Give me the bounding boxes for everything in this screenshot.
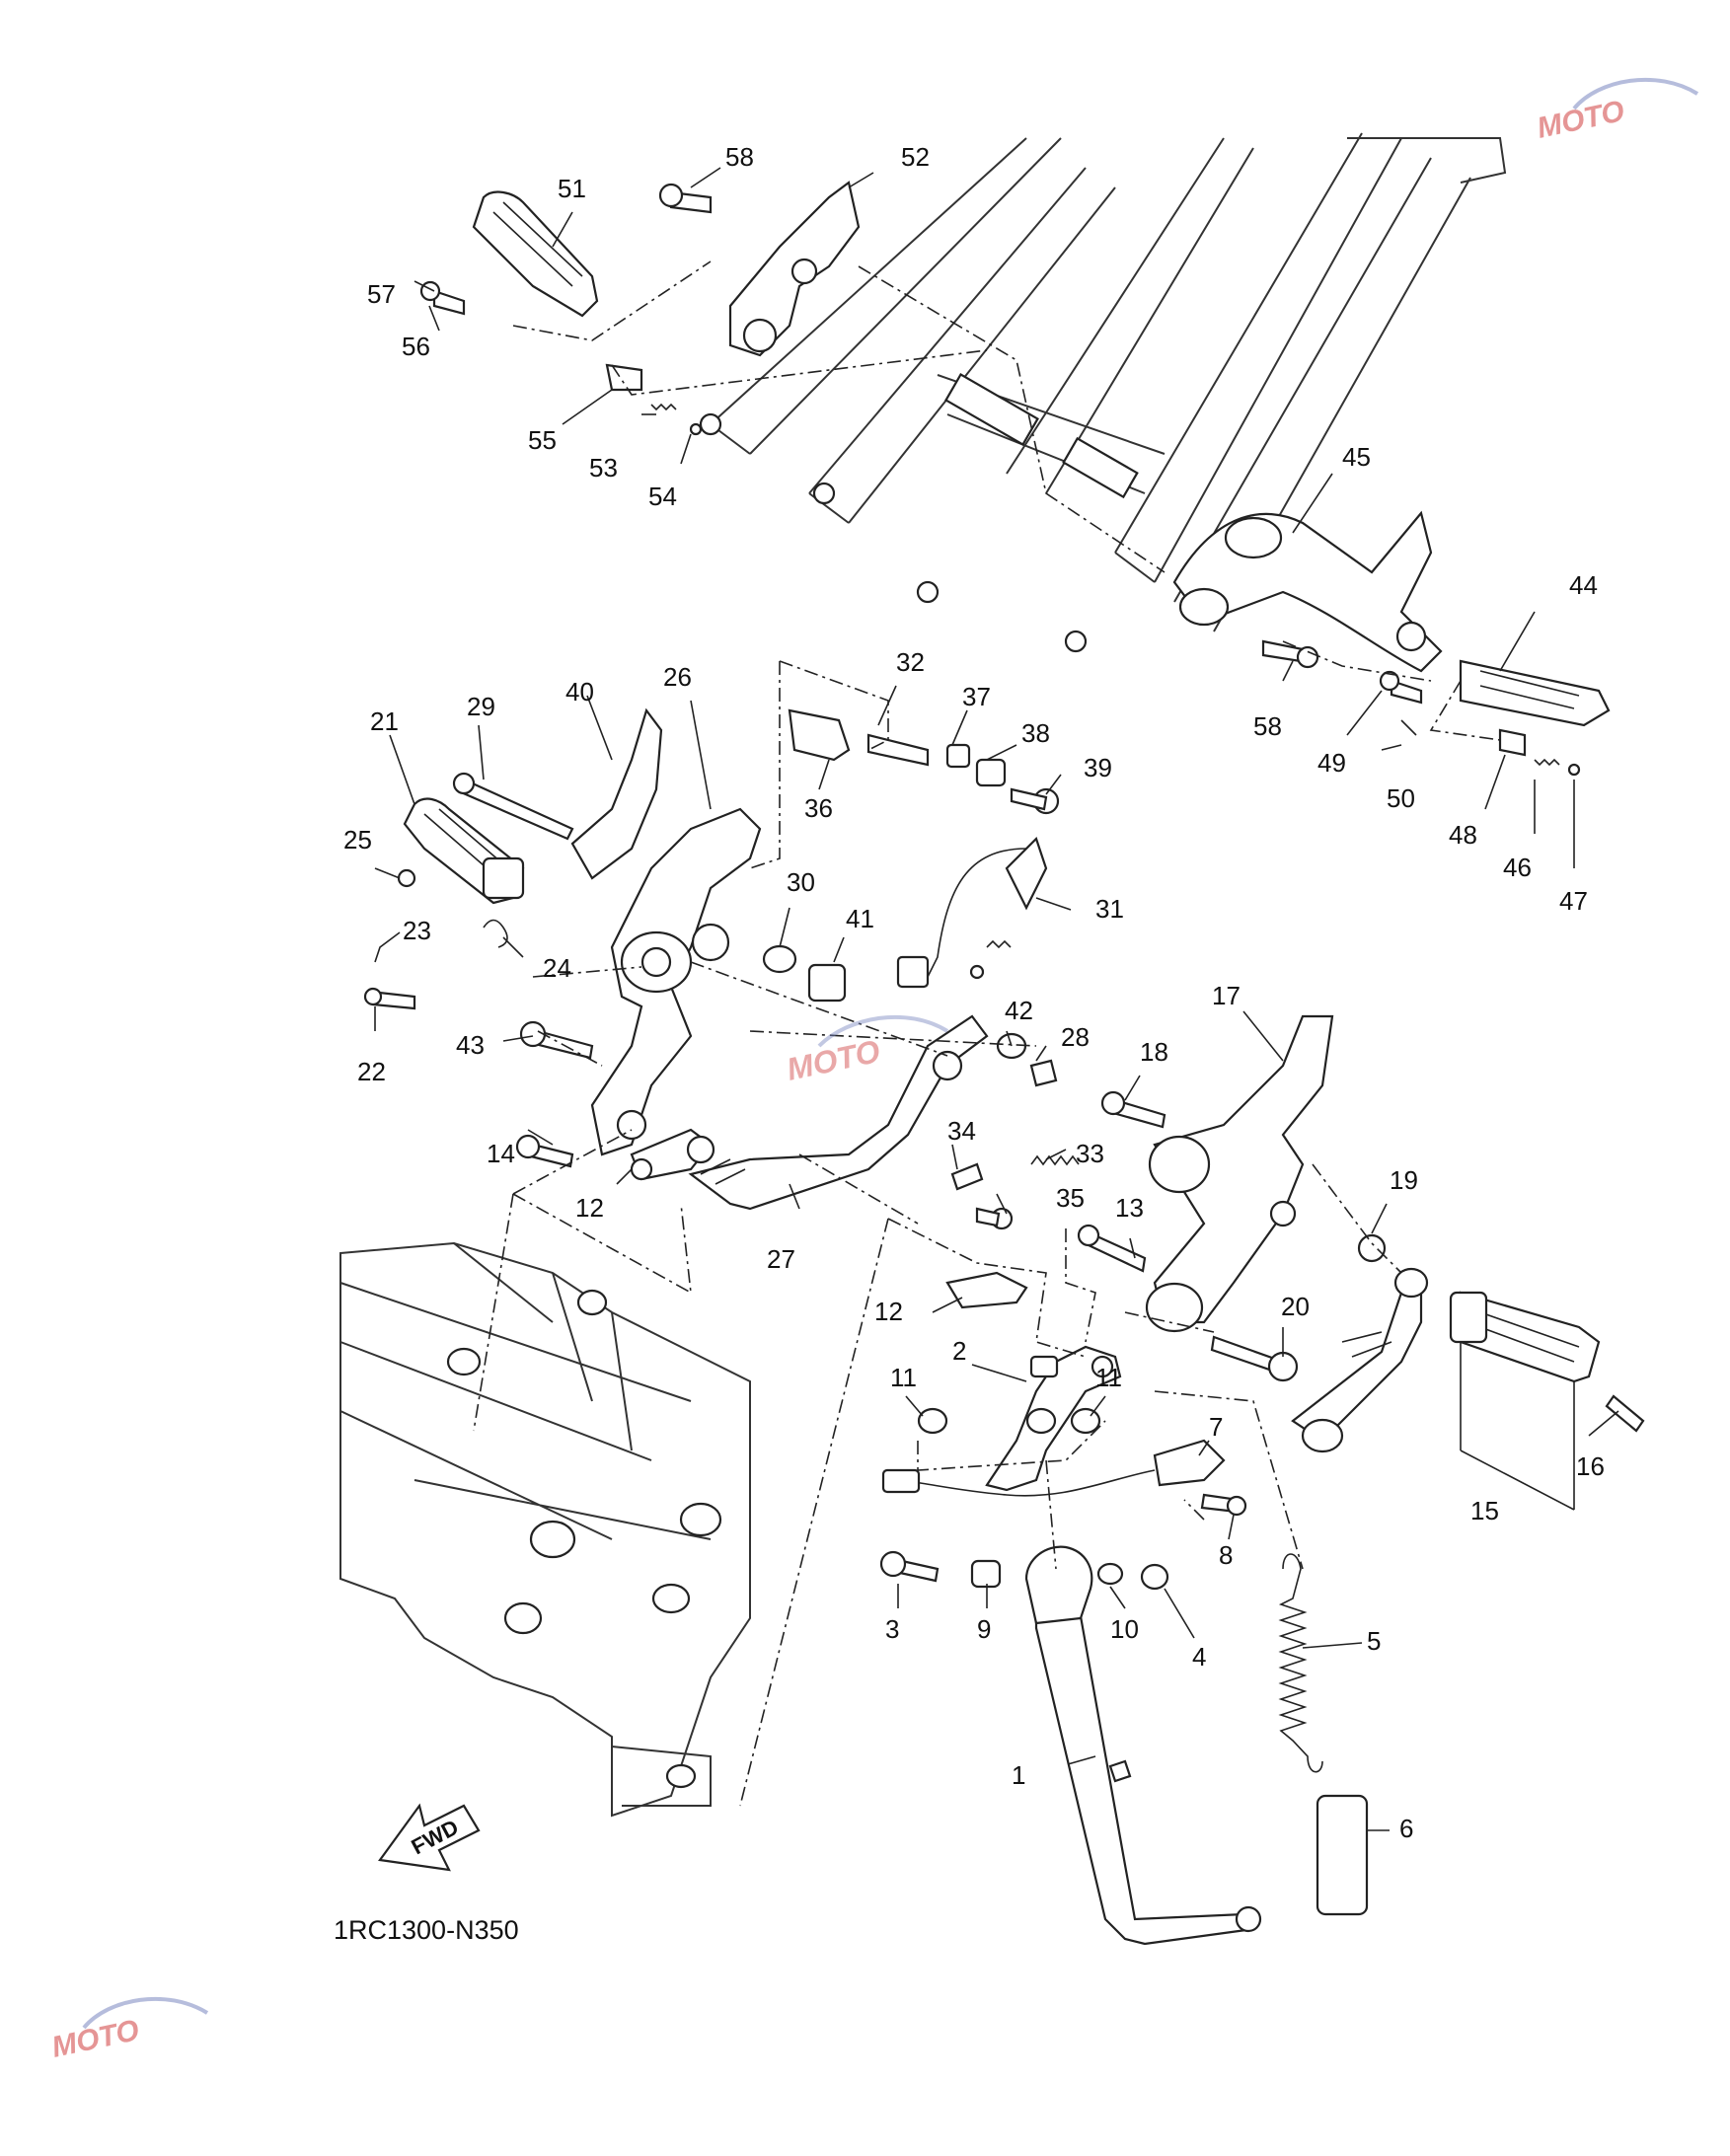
rider-footpeg-right xyxy=(1449,1291,1645,1433)
callout-4: 4 xyxy=(1192,1642,1206,1672)
callout-11b: 11 xyxy=(1095,1363,1122,1392)
watermark-logo-bottom: MOTO xyxy=(49,1996,209,2064)
callout-55: 55 xyxy=(528,425,557,455)
side-stand-hardware xyxy=(879,1271,1169,1591)
callout-39: 39 xyxy=(1084,753,1112,782)
callout-57: 57 xyxy=(367,279,396,309)
callout-35: 35 xyxy=(1056,1183,1085,1213)
callout-30: 30 xyxy=(787,867,815,897)
callout-44: 44 xyxy=(1569,570,1598,600)
callout-11a: 11 xyxy=(890,1363,917,1392)
diagram-code: 1RC1300-N350 xyxy=(334,1915,519,1945)
callout-31: 31 xyxy=(1095,894,1124,924)
brake-master-cylinder-bits xyxy=(762,708,1080,1230)
callout-22: 22 xyxy=(357,1057,386,1086)
callout-36: 36 xyxy=(804,793,833,823)
leader-lines xyxy=(374,167,1619,1831)
callout-1: 1 xyxy=(1012,1760,1025,1790)
callout-58a: 58 xyxy=(725,142,754,172)
callout-28: 28 xyxy=(1061,1022,1090,1052)
passenger-footrest-bracket-right xyxy=(1172,510,1443,673)
fwd-arrow-icon: FWD xyxy=(378,1803,481,1872)
callout-33: 33 xyxy=(1076,1139,1104,1168)
callout-32: 32 xyxy=(896,647,925,677)
callout-52: 52 xyxy=(901,142,930,172)
side-stand-switch xyxy=(881,1439,1247,1517)
callout-40: 40 xyxy=(565,677,594,706)
watermark-logo-top: MOTO xyxy=(1535,77,1699,145)
callout-43: 43 xyxy=(456,1030,485,1060)
callout-27: 27 xyxy=(767,1244,795,1274)
callout-15: 15 xyxy=(1470,1496,1499,1525)
passenger-footrest-bracket-left xyxy=(658,181,861,357)
svg-text:MOTO: MOTO xyxy=(1535,95,1627,145)
side-stand-spring xyxy=(1278,1553,1369,1916)
callout-53: 53 xyxy=(589,453,618,483)
callout-37: 37 xyxy=(962,682,991,711)
callout-16: 16 xyxy=(1576,1451,1605,1481)
passenger-footpeg-left xyxy=(419,190,703,436)
callout-50: 50 xyxy=(1387,783,1415,813)
heel-guard xyxy=(570,707,663,880)
callout-23: 23 xyxy=(403,916,431,945)
callout-7: 7 xyxy=(1209,1412,1223,1442)
assembly-lines xyxy=(473,260,1501,1807)
callout-10: 10 xyxy=(1110,1614,1139,1644)
callout-18: 18 xyxy=(1140,1037,1168,1067)
callout-49: 49 xyxy=(1317,748,1346,778)
callout-3: 3 xyxy=(885,1614,899,1644)
shift-arm-linkage xyxy=(1291,1267,1429,1453)
callout-12a: 12 xyxy=(575,1193,604,1223)
callout-45: 45 xyxy=(1342,442,1371,472)
callout-9: 9 xyxy=(977,1614,991,1644)
callout-19: 19 xyxy=(1390,1165,1418,1195)
callout-38: 38 xyxy=(1021,718,1050,748)
callout-46: 46 xyxy=(1503,853,1532,882)
callout-6: 6 xyxy=(1399,1814,1413,1843)
side-stand xyxy=(1024,1545,1262,1946)
callout-24: 24 xyxy=(543,953,571,983)
brake-rod-link xyxy=(630,1128,715,1181)
callout-labels: 1 2 3 4 5 6 7 8 9 10 11 11 12 12 13 14 1… xyxy=(343,142,1605,1843)
main-frame xyxy=(339,1241,751,1818)
callout-41: 41 xyxy=(846,904,874,933)
callout-48: 48 xyxy=(1449,820,1477,850)
callout-8: 8 xyxy=(1219,1540,1233,1570)
rear-frame-subframe xyxy=(699,132,1507,653)
callout-12b: 12 xyxy=(874,1297,903,1326)
callout-2: 2 xyxy=(952,1336,966,1366)
callout-13: 13 xyxy=(1115,1193,1144,1223)
svg-text:MOTO: MOTO xyxy=(784,1033,883,1087)
brake-pedal xyxy=(688,1014,989,1211)
callout-17: 17 xyxy=(1212,981,1241,1010)
callout-58b: 58 xyxy=(1253,711,1282,741)
rider-footrest-bracket-right xyxy=(1077,1014,1387,1382)
callout-25: 25 xyxy=(343,825,372,855)
callout-21: 21 xyxy=(370,706,399,736)
callout-34: 34 xyxy=(947,1116,976,1146)
rider-footpeg-left xyxy=(363,797,525,1010)
callout-26: 26 xyxy=(663,662,692,692)
callout-20: 20 xyxy=(1281,1292,1310,1321)
callout-51: 51 xyxy=(558,174,586,203)
callout-54: 54 xyxy=(648,482,677,511)
callout-56: 56 xyxy=(402,332,430,361)
callout-42: 42 xyxy=(1005,996,1033,1025)
callout-47: 47 xyxy=(1559,886,1588,916)
callout-5: 5 xyxy=(1367,1626,1381,1656)
svg-text:MOTO: MOTO xyxy=(49,2014,142,2064)
callout-14: 14 xyxy=(487,1139,515,1168)
passenger-footpeg-right xyxy=(1379,659,1611,777)
rider-footrest-bracket-left xyxy=(590,807,762,1156)
callout-29: 29 xyxy=(467,692,495,721)
